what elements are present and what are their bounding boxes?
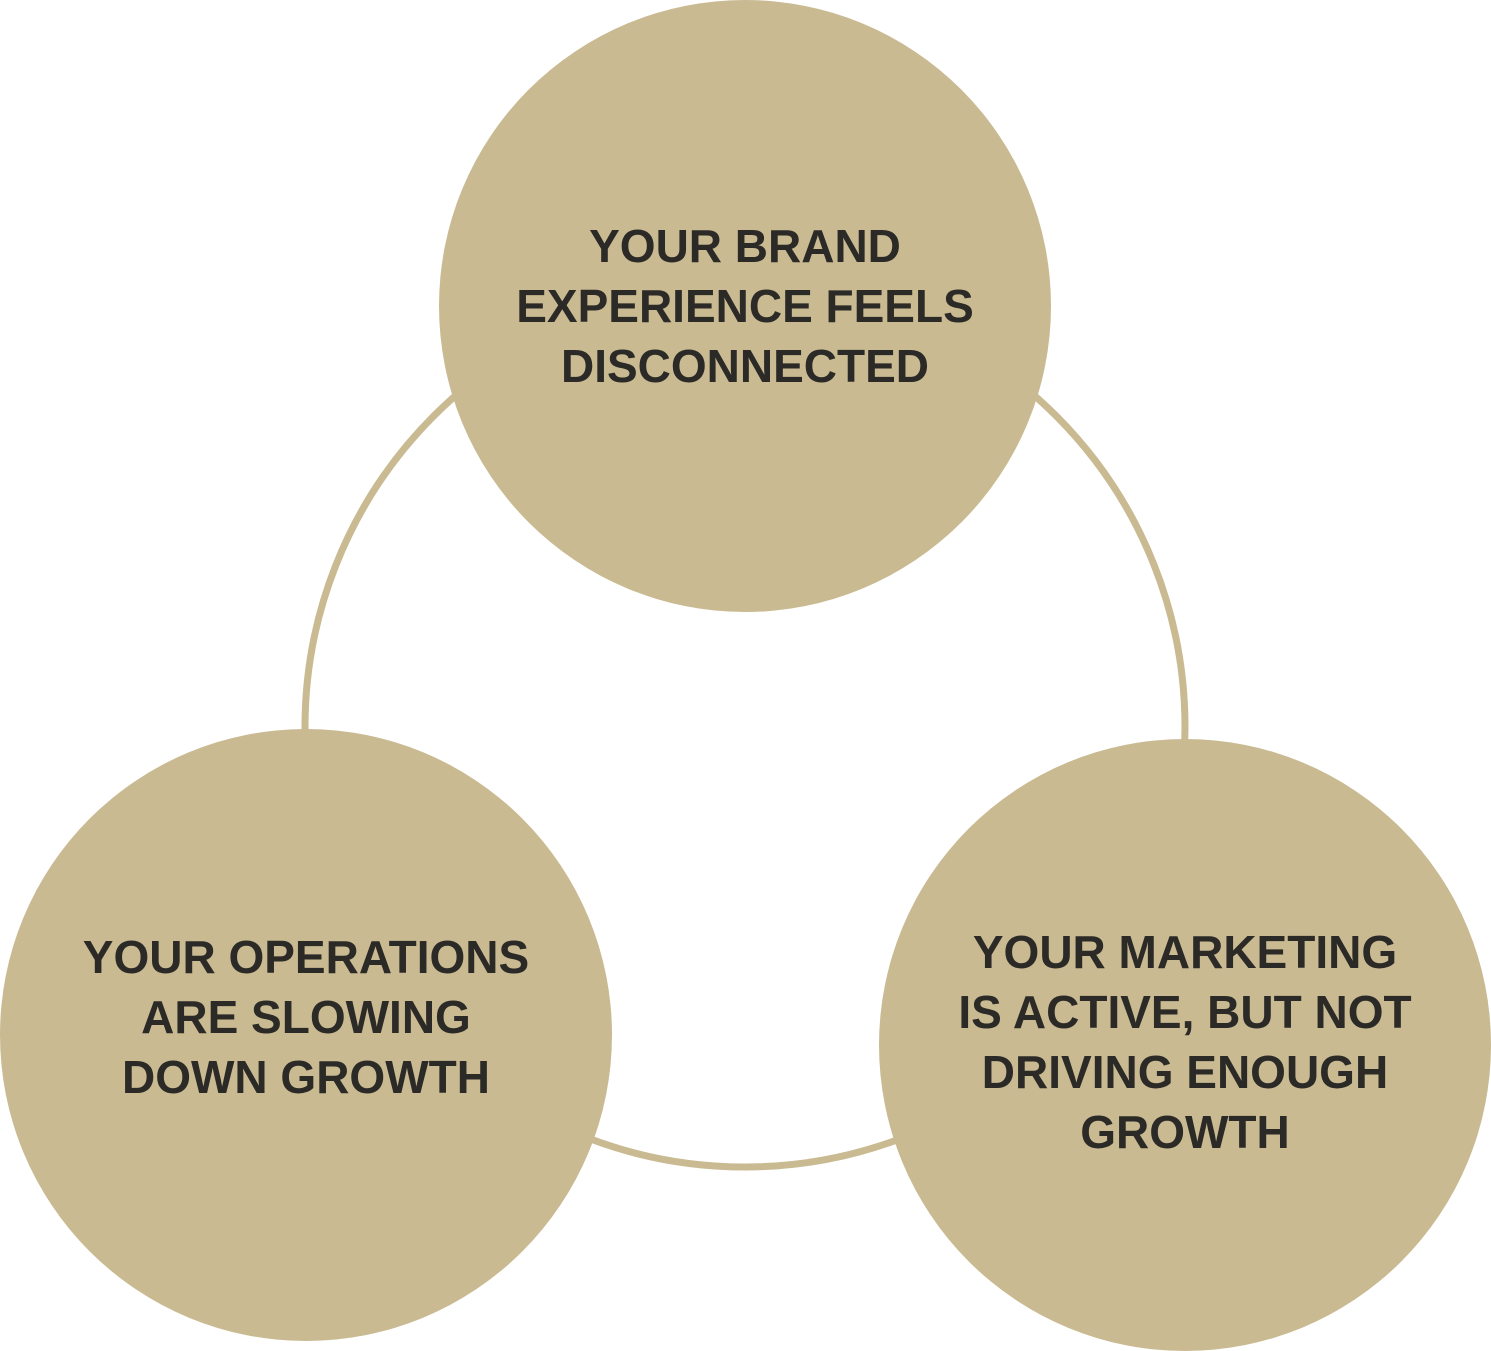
node-operations-label: YOUR OPERATIONS ARE SLOWING DOWN GROWTH	[82, 931, 530, 1103]
node-operations: YOUR OPERATIONS ARE SLOWING DOWN GROWTH	[0, 729, 612, 1341]
node-brand-experience-label: YOUR BRAND EXPERIENCE FEELS DISCONNECTED	[516, 220, 974, 392]
node-marketing: YOUR MARKETING IS ACTIVE, BUT NOT DRIVIN…	[879, 739, 1491, 1351]
node-marketing-label: YOUR MARKETING IS ACTIVE, BUT NOT DRIVIN…	[958, 926, 1412, 1158]
node-brand-experience: YOUR BRAND EXPERIENCE FEELS DISCONNECTED	[439, 0, 1051, 612]
